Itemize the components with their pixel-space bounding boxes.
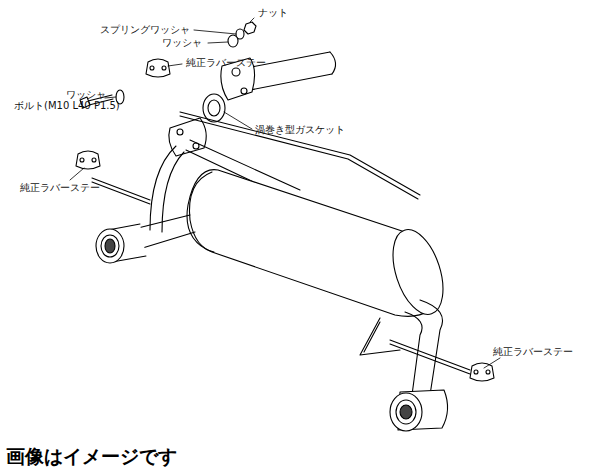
part-label: 渦巻き型ガスケット [255,124,345,136]
part-label: スプリングワッシャ [100,24,190,36]
part-label: 純正ラバーステー [493,346,573,358]
part-label: ワッシャ [66,89,106,101]
part-label: ナット [258,7,288,19]
part-label: 純正ラバーステー [186,57,266,69]
part-label: ボルト(M10 L40 P1.5) [14,100,120,112]
part-label: 純正ラバーステー [20,182,100,194]
image-note: 画像はイメージです [6,445,177,467]
part-label: ワッシャ [162,37,202,49]
